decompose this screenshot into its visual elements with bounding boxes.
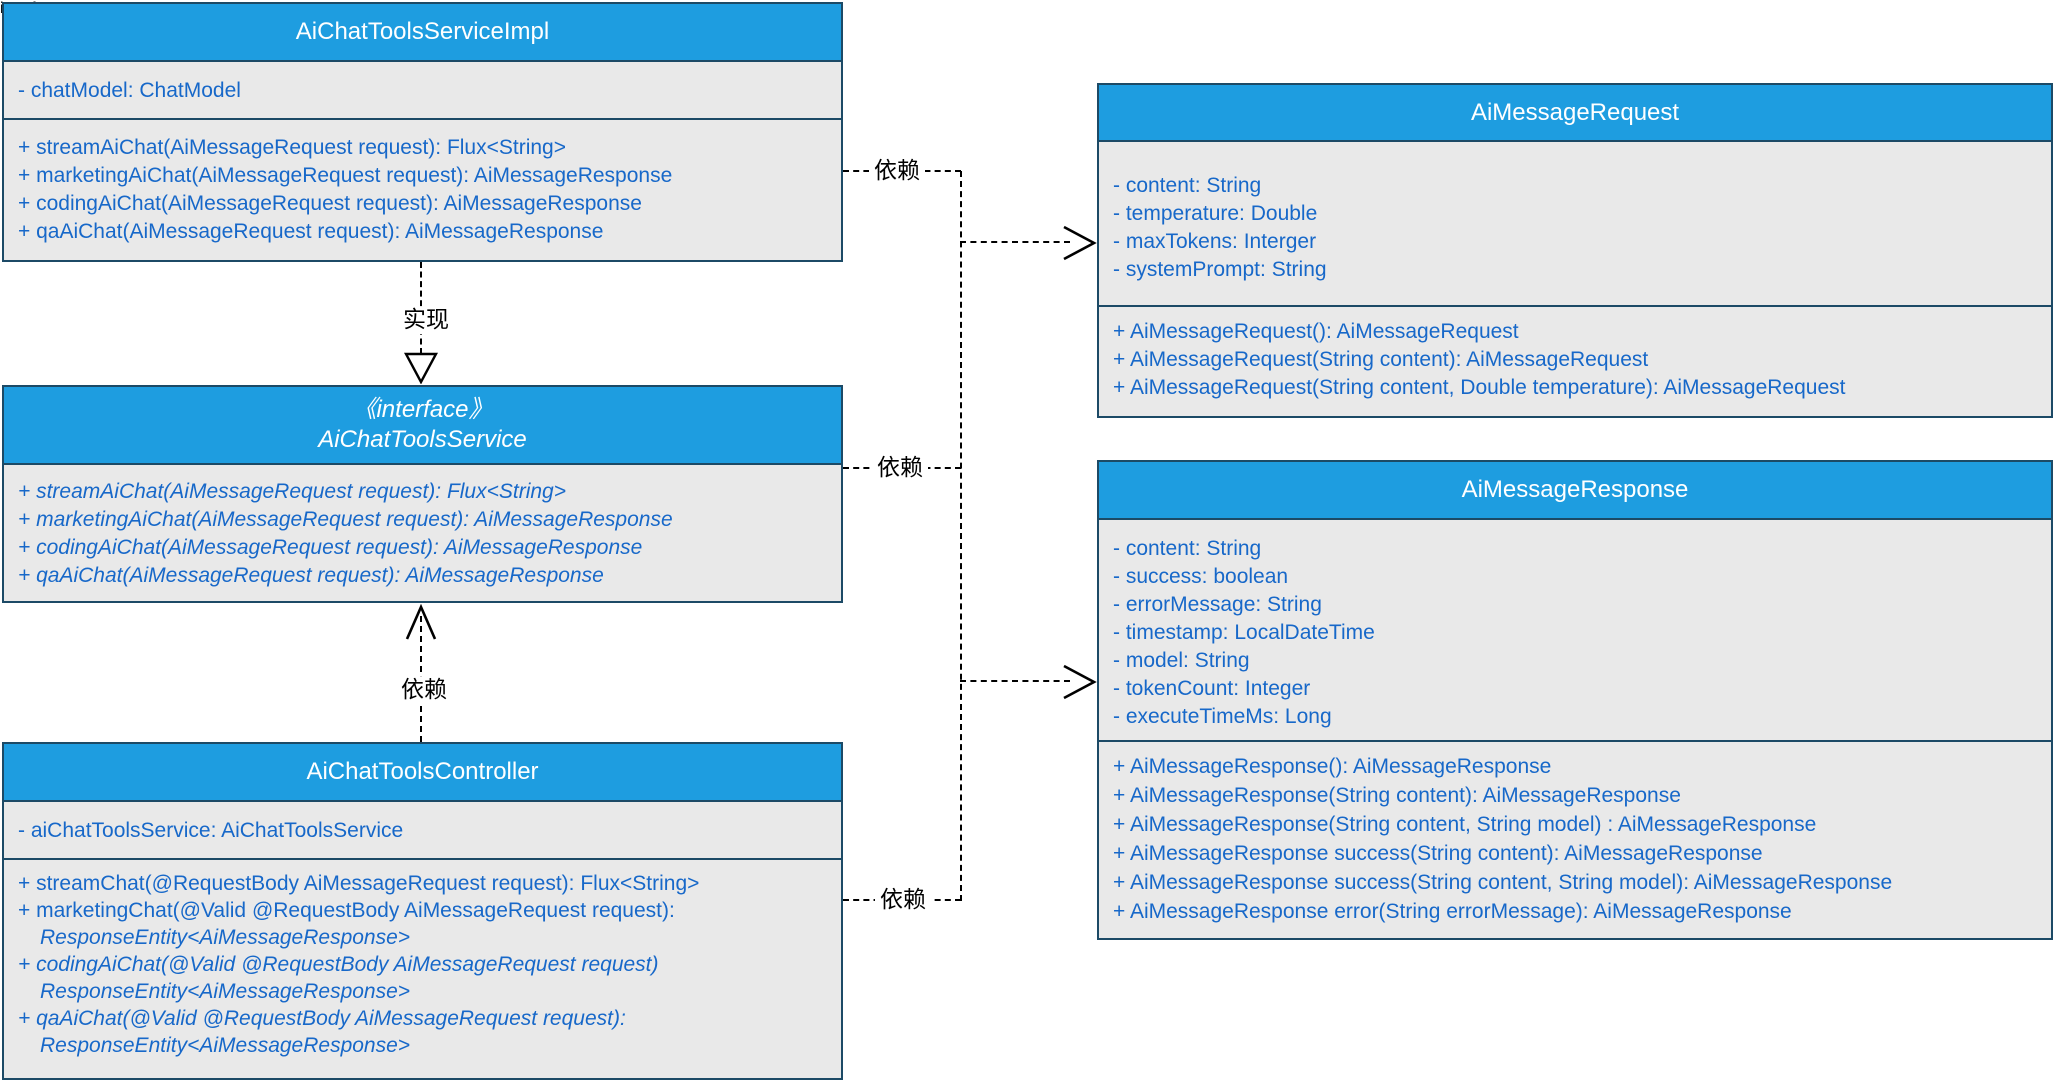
method-line: + marketingChat(@Valid @RequestBody AiMe… [18, 899, 675, 922]
method-line: + marketingAiChat(AiMessageRequest reque… [18, 508, 673, 531]
attribute-line: - success: boolean [1113, 565, 1289, 588]
attribute-line: - chatModel: ChatModel [18, 79, 241, 102]
attribute-line: - content: String [1113, 537, 1262, 560]
open-arrowhead-up [405, 604, 437, 640]
attributes-section: - content: String - success: boolean - e… [1099, 520, 2051, 742]
attribute-line: - aiChatToolsService: AiChatToolsService [18, 819, 404, 842]
attribute-line: - tokenCount: Integer [1113, 677, 1311, 700]
dependency-label: 依赖 [872, 454, 928, 482]
class-title: AiMessageResponse [1461, 476, 1689, 503]
attribute-line: - temperature: Double [1113, 202, 1318, 225]
method-line: + AiMessageRequest(String content, Doubl… [1113, 376, 1846, 399]
attributes-section: - chatModel: ChatModel [4, 62, 841, 120]
open-arrowhead-right [1063, 664, 1097, 700]
class-title: AiMessageRequest [1470, 98, 1680, 126]
method-line: + qaAiChat(AiMessageRequest request): Ai… [18, 220, 604, 243]
dependency-edge-to-response [960, 680, 1070, 682]
open-arrowhead-right [1063, 225, 1097, 261]
dependency-label: 依赖 [875, 886, 931, 914]
class-title: AiChatToolsServiceImpl [295, 18, 550, 45]
realization-label: 实现 [398, 306, 454, 334]
class-title: AiChatToolsService [318, 426, 527, 453]
dependency-trunk [960, 171, 962, 901]
class-stereotype: 《interface》 [352, 396, 493, 423]
attributes-section: - aiChatToolsService: AiChatToolsService [4, 802, 841, 860]
attribute-line: - systemPrompt: String [1113, 258, 1327, 281]
method-line: + streamChat(@RequestBody AiMessageReque… [18, 872, 700, 895]
method-line: ResponseEntity<AiMessageResponse> [40, 980, 411, 1003]
method-line: + streamAiChat(AiMessageRequest request)… [18, 136, 566, 159]
method-line: + qaAiChat(AiMessageRequest request): Ai… [18, 564, 604, 587]
method-line: + AiMessageResponse(): AiMessageResponse [1113, 755, 1552, 778]
dependency-label: 依赖 [869, 157, 925, 185]
method-line: + AiMessageResponse success(String conte… [1113, 842, 1763, 865]
class-box-aichattoolscontroller[interactable]: AiChatToolsController - aiChatToolsServi… [2, 742, 843, 1080]
methods-section: + AiMessageRequest(): AiMessageRequest +… [1099, 307, 2051, 410]
methods-section: + streamAiChat(AiMessageRequest request)… [4, 465, 841, 598]
attribute-line: - model: String [1113, 649, 1250, 672]
method-line: ResponseEntity<AiMessageResponse> [40, 1034, 411, 1057]
method-line: + AiMessageRequest(String content): AiMe… [1113, 348, 1649, 371]
dependency-edge-to-request [960, 241, 1070, 243]
class-header-aimessageresponse: AiMessageResponse [1099, 462, 2051, 520]
method-line: + AiMessageRequest(): AiMessageRequest [1113, 320, 1519, 343]
method-line: + AiMessageResponse success(String conte… [1113, 871, 1893, 894]
class-box-aimessageresponse[interactable]: AiMessageResponse - content: String - su… [1097, 460, 2053, 940]
hollow-triangle-arrowhead [404, 352, 438, 384]
attribute-line: - executeTimeMs: Long [1113, 705, 1332, 728]
class-header-aimessagerequest: AiMessageRequest [1099, 85, 2051, 142]
method-line: + streamAiChat(AiMessageRequest request)… [18, 480, 566, 503]
method-line: + codingAiChat(AiMessageRequest request)… [18, 192, 642, 215]
methods-section: + streamAiChat(AiMessageRequest request)… [4, 120, 841, 254]
method-line: + codingAiChat(AiMessageRequest request)… [18, 536, 643, 559]
class-box-aimessagerequest[interactable]: AiMessageRequest - content: String - tem… [1097, 83, 2053, 418]
attribute-line: - content: String [1113, 174, 1262, 197]
methods-section: + streamChat(@RequestBody AiMessageReque… [4, 860, 841, 1067]
attribute-line: - timestamp: LocalDateTime [1113, 621, 1375, 644]
attributes-section: - content: String - temperature: Double … [1099, 142, 2051, 307]
method-line: + marketingAiChat(AiMessageRequest reque… [18, 164, 673, 187]
attribute-line: - errorMessage: String [1113, 593, 1322, 616]
method-line: ResponseEntity<AiMessageResponse> [40, 926, 411, 949]
class-header-aichattoolsserviceimpl: AiChatToolsServiceImpl [4, 4, 841, 62]
class-title: AiChatToolsController [306, 758, 539, 785]
class-box-aichattoolsserviceimpl[interactable]: AiChatToolsServiceImpl - chatModel: Chat… [2, 2, 843, 262]
method-line: + AiMessageResponse(String content): AiM… [1113, 784, 1681, 807]
method-line: + codingAiChat(@Valid @RequestBody AiMes… [18, 953, 659, 976]
class-box-aichattoolsservice-interface[interactable]: 《interface》 AiChatToolsService + streamA… [2, 385, 843, 603]
method-line: + AiMessageResponse(String content, Stri… [1113, 813, 1817, 836]
class-header-aichattoolscontroller: AiChatToolsController [4, 744, 841, 802]
dependency-label: 依赖 [396, 676, 452, 704]
attribute-line: - maxTokens: Interger [1113, 230, 1317, 253]
method-line: + AiMessageResponse error(String errorMe… [1113, 900, 1792, 923]
methods-section: + AiMessageResponse(): AiMessageResponse… [1099, 742, 2051, 934]
method-line: + qaAiChat(@Valid @RequestBody AiMessage… [18, 1007, 626, 1030]
class-header-aichattoolsservice: 《interface》 AiChatToolsService [4, 387, 841, 465]
